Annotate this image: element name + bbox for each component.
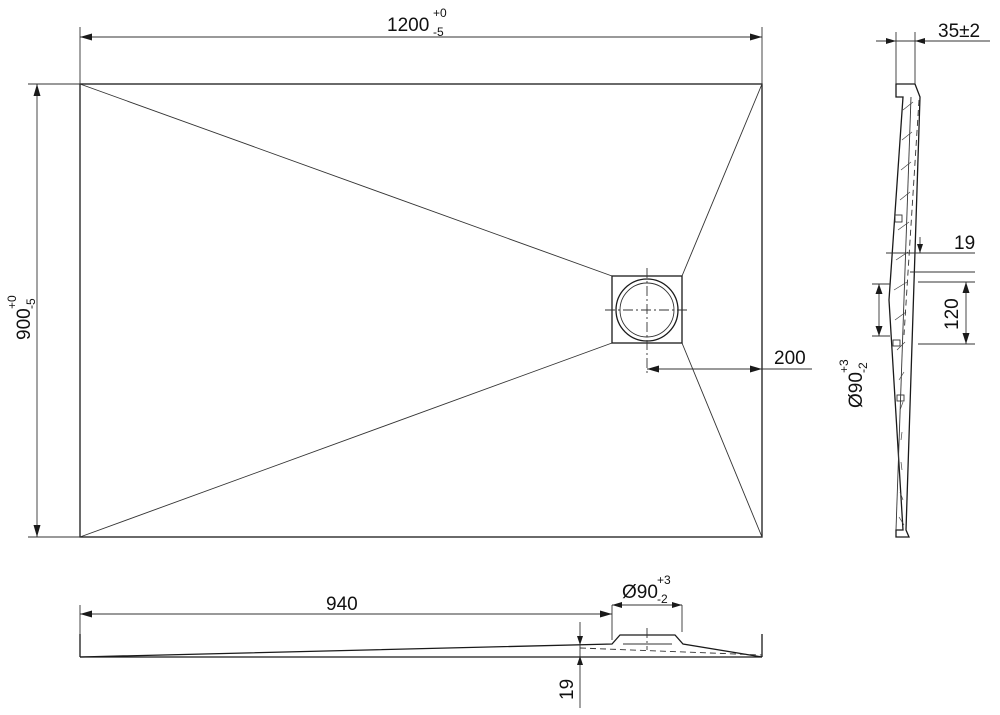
arrowhead <box>886 38 896 44</box>
drop-label: 19 <box>954 233 975 254</box>
arrowhead <box>917 244 923 253</box>
drop-label: 19 <box>557 679 578 700</box>
slope-line <box>79 342 613 538</box>
arrowhead <box>80 33 92 41</box>
drain-offset-label: 200 <box>774 348 806 369</box>
drain-diameter-label: Ø90 <box>846 372 867 408</box>
width-lower-tolerance: -5 <box>433 25 444 39</box>
slope-line <box>681 83 763 277</box>
width-upper-tolerance: +0 <box>433 6 447 20</box>
arrowhead <box>962 333 970 344</box>
tray-outline <box>79 83 763 538</box>
profile-rib <box>896 394 905 402</box>
profile-hatching <box>893 101 914 526</box>
arrowhead <box>875 284 883 294</box>
drain-diameter-label: Ø90 <box>622 582 658 603</box>
slope-line <box>681 342 763 538</box>
arrowhead <box>962 282 970 293</box>
arrowhead <box>33 525 41 537</box>
front-section: 940 Ø90 +3 -2 19 <box>79 573 763 708</box>
drain-diameter-lower-tolerance: -2 <box>856 362 870 373</box>
arrowhead <box>600 610 612 618</box>
drain-diameter-upper-tolerance: +3 <box>837 359 851 373</box>
arrowhead <box>577 636 583 645</box>
height-label: 900 <box>14 308 35 340</box>
height-lower-tolerance: -5 <box>24 298 38 309</box>
arrowhead <box>875 326 883 336</box>
arrowhead <box>750 365 762 373</box>
side-profile: 35±2 19 120 Ø90 +3 -2 <box>837 21 990 538</box>
arrowhead <box>80 610 92 618</box>
profile-rib <box>894 214 903 223</box>
arrowhead <box>612 602 622 608</box>
arrowhead <box>33 84 41 96</box>
height-upper-tolerance: +0 <box>5 295 19 309</box>
arrowhead <box>577 656 583 665</box>
arrowhead <box>750 33 762 41</box>
section-top-surface <box>79 634 763 658</box>
drain-diameter-upper-tolerance: +3 <box>657 573 671 587</box>
profile-outline <box>888 83 921 538</box>
profile-rib <box>892 339 901 347</box>
distance-label: 940 <box>326 594 358 615</box>
arrowhead <box>647 365 659 373</box>
drain-diameter-lower-tolerance: -2 <box>657 592 668 606</box>
reference-dashed-line <box>579 647 763 656</box>
arrowhead <box>672 602 682 608</box>
width-label: 1200 <box>387 15 429 36</box>
arrowhead <box>915 38 925 44</box>
thickness-label: 35±2 <box>938 21 980 42</box>
slope-line <box>79 83 613 277</box>
plan-view: 1200 +0 -5 900 +0 -5 200 <box>5 6 812 538</box>
drain-zone-label: 120 <box>942 298 963 330</box>
